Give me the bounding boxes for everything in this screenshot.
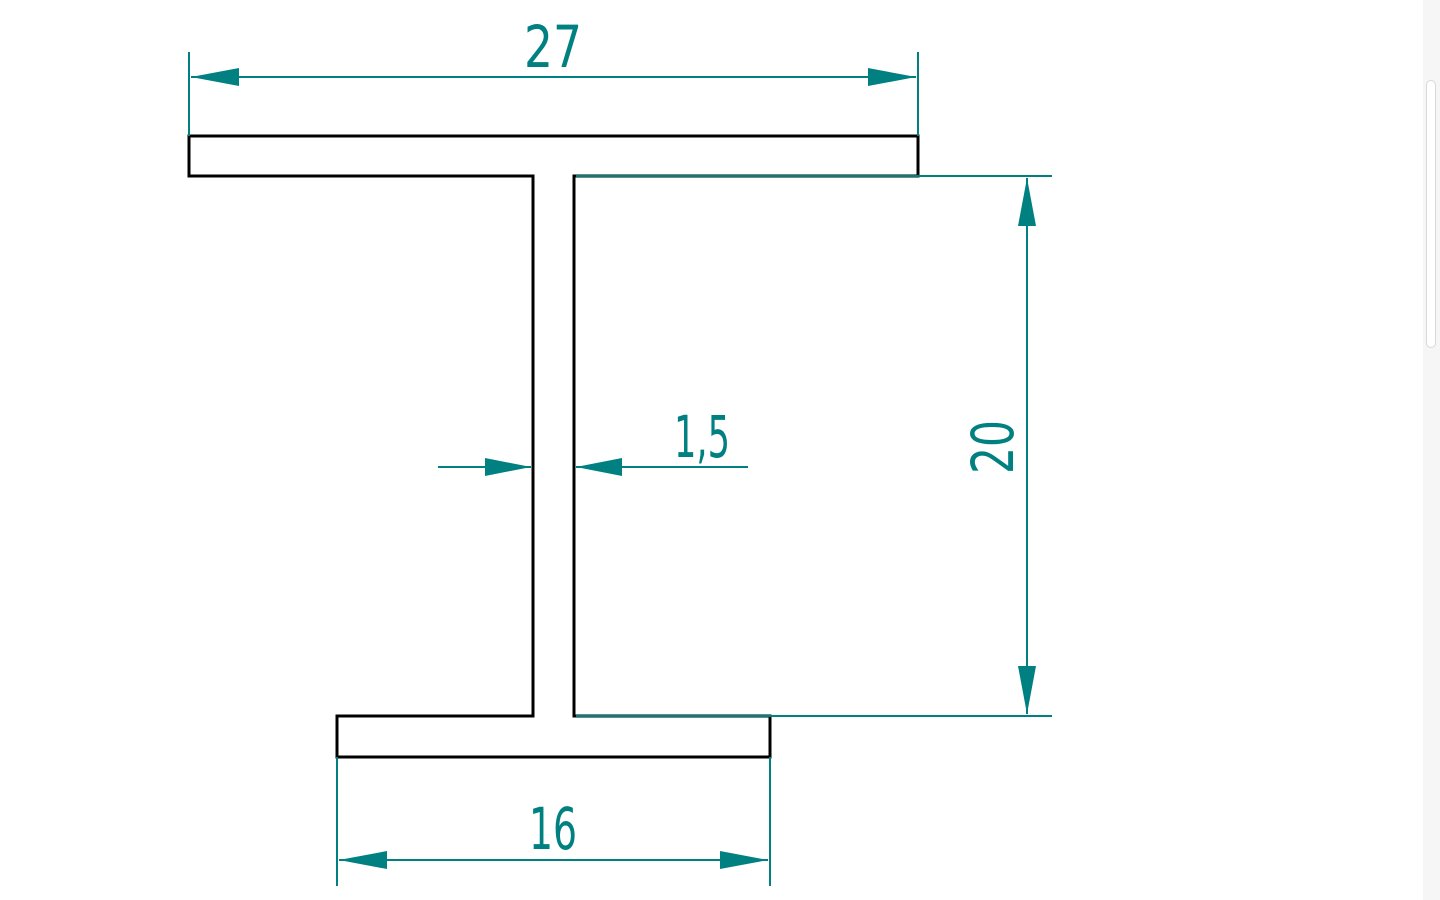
dimension-bottom-width: 16	[336, 757, 771, 886]
arrowhead-top-left	[191, 68, 239, 86]
arrowhead-web-right	[576, 458, 622, 476]
dimension-label-top-width: 27	[524, 13, 582, 81]
dimension-web-thickness: 1,5	[438, 403, 748, 476]
dimension-top-width: 27	[188, 13, 919, 136]
arrowhead-bottom-right	[720, 851, 768, 869]
arrowhead-height-bottom	[1018, 666, 1036, 714]
i-beam-profile-outline	[187, 134, 920, 759]
dimension-label-web-height: 20	[959, 420, 1027, 474]
dimension-label-web-thickness: 1,5	[674, 403, 730, 471]
arrowhead-web-left	[485, 458, 531, 476]
arrowhead-top-right	[868, 68, 916, 86]
dimension-label-bottom-width: 16	[529, 795, 577, 863]
arrowhead-height-top	[1018, 178, 1036, 226]
vertical-scrollbar-thumb[interactable]	[1426, 80, 1436, 348]
dimension-web-height: 20	[576, 175, 1052, 717]
arrowhead-bottom-left	[339, 851, 387, 869]
